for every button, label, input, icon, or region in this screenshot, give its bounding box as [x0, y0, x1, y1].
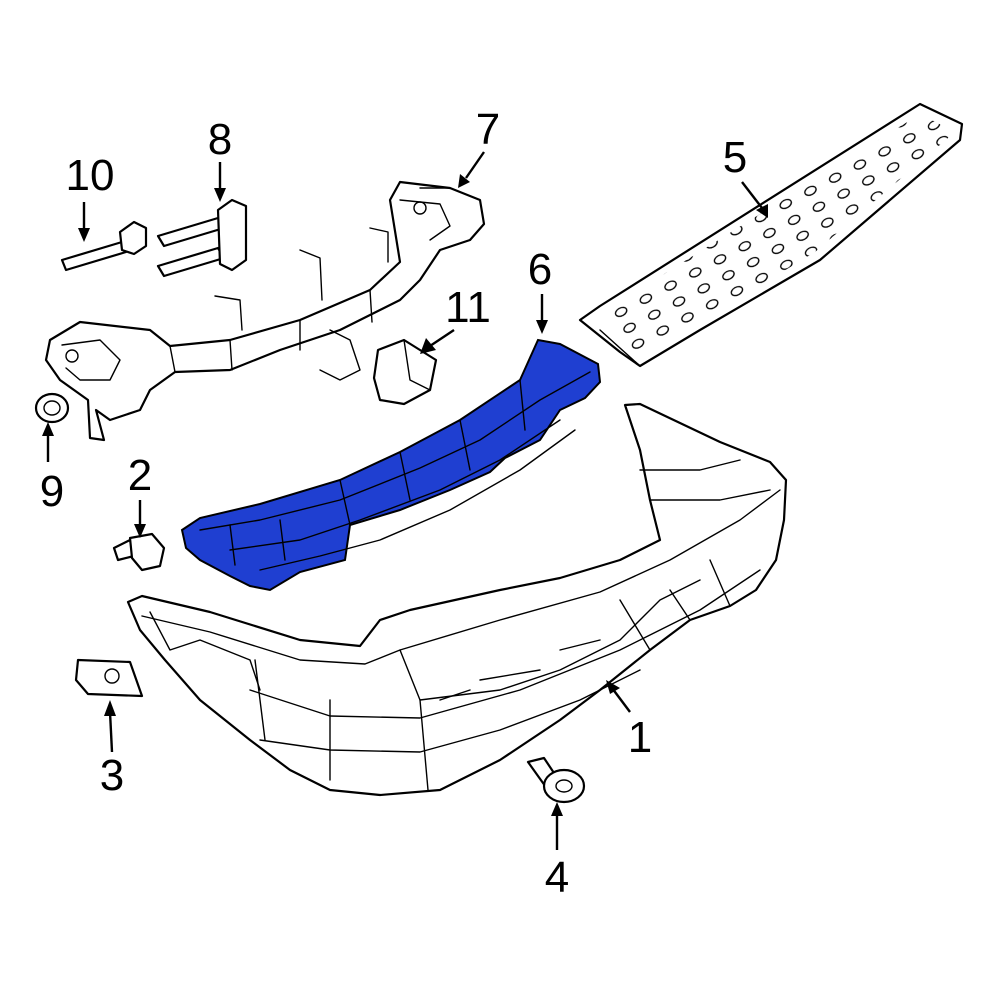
callout-1: 1 — [606, 680, 652, 762]
callout-6: 6 — [528, 245, 552, 334]
callout-label-11: 11 — [445, 283, 491, 332]
callout-label-10: 10 — [66, 151, 115, 200]
retainer-part-2[interactable] — [112, 532, 166, 572]
callout-2: 2 — [128, 451, 152, 538]
callout-label-2: 2 — [128, 451, 152, 500]
callout-label-6: 6 — [528, 245, 552, 294]
bolt-part-10[interactable] — [60, 220, 148, 272]
callout-8: 8 — [208, 115, 232, 202]
hitch-assembly-part-7[interactable] — [44, 180, 486, 442]
callout-10: 10 — [66, 151, 115, 242]
callout-label-7: 7 — [476, 105, 500, 154]
callout-5: 5 — [723, 133, 768, 218]
callout-3: 3 — [100, 700, 124, 800]
callout-label-5: 5 — [723, 133, 747, 182]
bolts-part-8[interactable] — [156, 198, 248, 278]
callout-11: 11 — [420, 283, 491, 354]
grommet-part-9[interactable] — [34, 392, 70, 424]
callout-label-8: 8 — [208, 115, 232, 164]
impact-absorber-part-6[interactable] — [180, 338, 602, 592]
bracket-part-11[interactable] — [372, 338, 438, 406]
callout-7: 7 — [458, 105, 500, 188]
callout-label-9: 9 — [40, 467, 64, 516]
bumper-cover-part-1[interactable] — [126, 402, 788, 797]
callout-4: 4 — [545, 802, 569, 902]
callout-label-1: 1 — [628, 713, 652, 762]
callout-9: 9 — [40, 422, 64, 516]
push-pin-part-4[interactable] — [526, 756, 586, 804]
clip-nut-part-3[interactable] — [74, 658, 144, 698]
step-pad-part-5[interactable] — [578, 102, 964, 368]
callout-label-4: 4 — [545, 853, 569, 902]
callout-label-3: 3 — [100, 751, 124, 800]
